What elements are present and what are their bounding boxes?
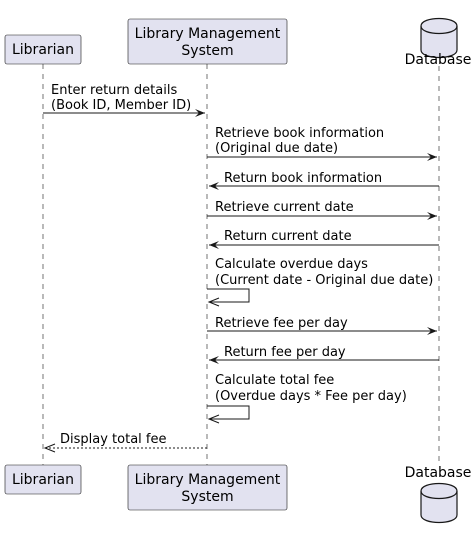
participant-label: Librarian — [12, 42, 74, 58]
arrow-head — [209, 356, 219, 364]
arrow-head — [195, 109, 205, 117]
message-return-book-information: Return book information — [209, 171, 439, 190]
database-icon — [420, 17, 458, 59]
participant-label-line1: Library Management — [135, 26, 281, 42]
database-icon-rim — [420, 490, 458, 500]
message-label: Return book information — [224, 171, 382, 186]
participant-librarian-top: Librarian — [4, 34, 82, 65]
participant-database-bottom: Database — [405, 465, 472, 524]
database-icon — [420, 482, 458, 524]
arrow-head — [209, 241, 219, 249]
message-label-line1: Enter return details — [51, 83, 177, 98]
message-label-line2: (Overdue days * Fee per day) — [215, 389, 407, 404]
participant-box — [4, 34, 82, 65]
message-display-total-fee: Display total fee — [43, 432, 207, 453]
message-return-current-date: Return current date — [209, 229, 439, 249]
message-enter-return-details: Enter return details (Book ID, Member ID… — [43, 83, 205, 117]
message-calculate-overdue-days: Calculate overdue days (Current date - O… — [207, 257, 433, 307]
message-return-fee-per-day: Return fee per day — [209, 345, 439, 364]
participant-label-line1: Library Management — [135, 472, 281, 488]
message-label: Display total fee — [60, 432, 166, 447]
participant-label-line2: System — [181, 43, 233, 59]
message-label-line2: (Book ID, Member ID) — [51, 98, 191, 113]
arrow-head — [43, 443, 56, 453]
message-label: Retrieve current date — [215, 200, 354, 215]
arrow-head — [209, 182, 219, 190]
arrow-head — [427, 153, 437, 161]
message-label-line1: Retrieve book information — [215, 126, 384, 141]
participant-box — [4, 464, 82, 495]
message-retrieve-current-date: Retrieve current date — [207, 200, 437, 220]
database-icon-rim — [420, 25, 458, 35]
participant-system-top: Library Management System — [127, 18, 288, 65]
message-retrieve-book-information: Retrieve book information (Original due … — [207, 126, 437, 161]
message-label-line1: Calculate total fee — [215, 373, 334, 388]
participant-system-bottom: Library Management System — [127, 464, 288, 511]
participant-label: Librarian — [12, 472, 74, 488]
arrow-head — [427, 212, 437, 220]
arrow-head — [207, 414, 220, 424]
participant-database-top: Database — [405, 17, 472, 68]
message-label-line2: (Current date - Original due date) — [215, 273, 433, 288]
participant-box — [127, 464, 288, 511]
participant-label-line2: System — [181, 489, 233, 505]
participant-box — [127, 18, 288, 65]
participant-label: Database — [405, 52, 472, 68]
self-message-line — [207, 288, 250, 303]
message-retrieve-fee-per-day: Retrieve fee per day — [207, 316, 437, 335]
self-message-line — [207, 405, 250, 420]
message-label-line2: (Original due date) — [215, 141, 338, 156]
arrow-head — [427, 327, 437, 335]
message-label-line1: Calculate overdue days — [215, 257, 368, 272]
message-label: Return fee per day — [224, 345, 346, 360]
arrow-head — [207, 297, 220, 307]
message-calculate-total-fee: Calculate total fee (Overdue days * Fee … — [207, 373, 407, 424]
message-label: Retrieve fee per day — [215, 316, 348, 331]
message-label: Return current date — [224, 229, 352, 244]
participant-label: Database — [405, 465, 472, 481]
participant-librarian-bottom: Librarian — [4, 464, 82, 495]
